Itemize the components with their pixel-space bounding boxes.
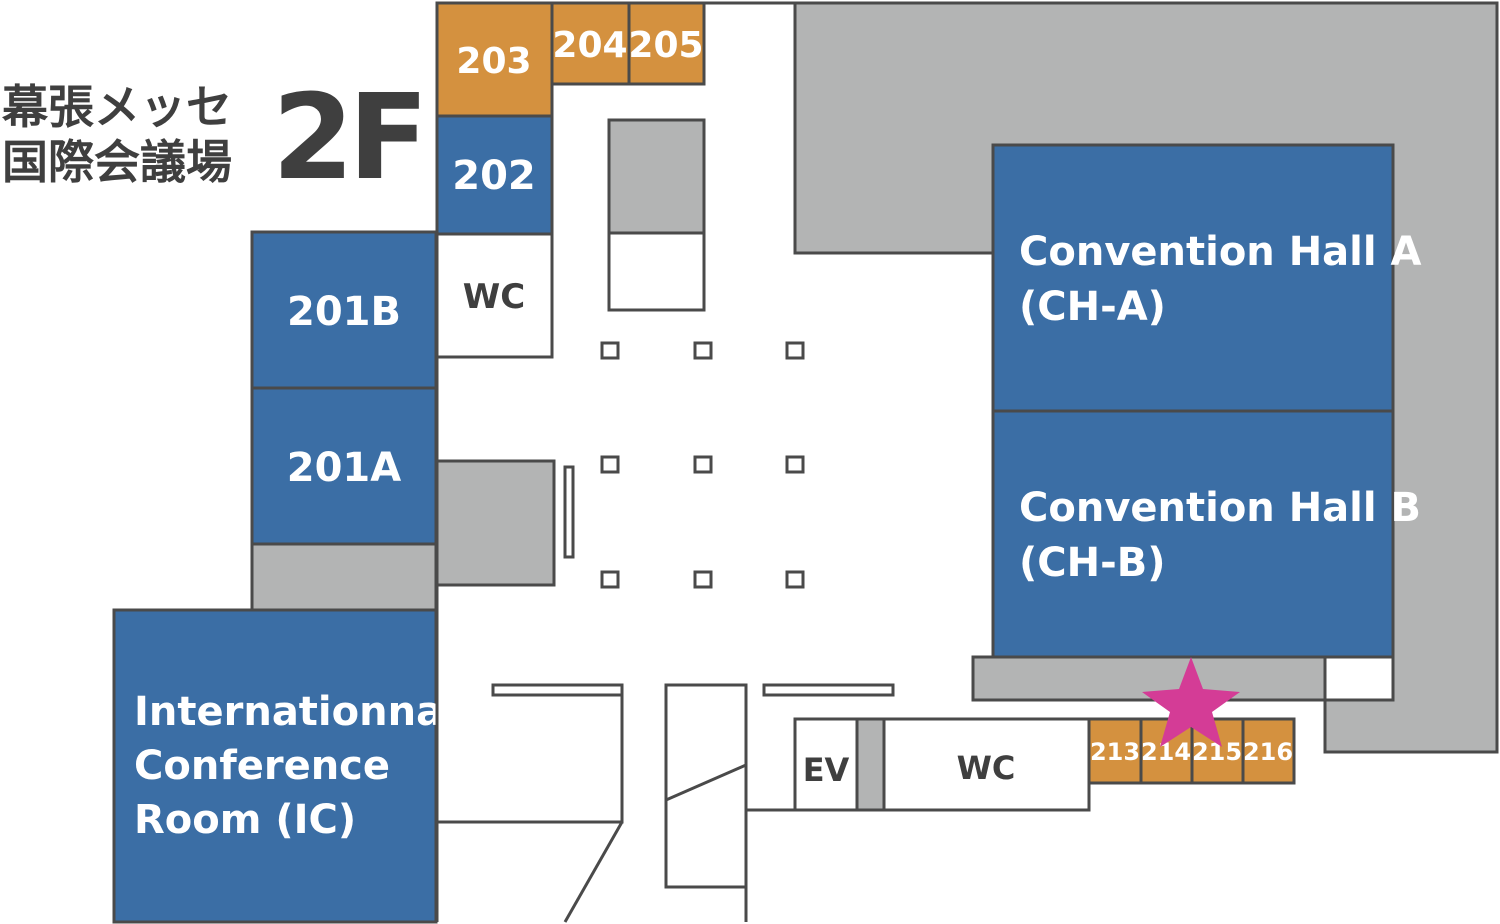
room-201a[interactable]: [250, 386, 438, 546]
stair-diagonal: [563, 821, 624, 923]
gray-area-west: [250, 542, 438, 612]
room-201b[interactable]: [250, 230, 438, 390]
column: [693, 341, 713, 360]
elevator-label: EV: [803, 751, 850, 789]
convention-hall-a-code: (CH-A): [1019, 284, 1166, 330]
floor-label: 2F: [272, 68, 423, 206]
venue-name-line2: 国際会議場: [2, 135, 232, 189]
room-international-conference[interactable]: [112, 608, 438, 924]
room-201b-label: 201B: [287, 289, 401, 335]
room-216-label: 216: [1243, 738, 1293, 766]
column: [600, 455, 620, 474]
column-grid: [600, 341, 805, 589]
gray-block-center: [607, 118, 706, 235]
gray-block-lobby-west: [435, 459, 556, 587]
white-block-center: [607, 231, 706, 312]
venue-name-line1: 幕張メッセ: [1, 80, 232, 134]
column: [693, 570, 713, 589]
gray-area-northeast: [793, 1, 1499, 754]
stair-wall: [437, 695, 624, 824]
wc-upper-label: WC: [463, 277, 525, 317]
bench-right: [762, 683, 895, 697]
column: [785, 455, 805, 474]
room-216[interactable]: [1241, 717, 1296, 785]
column: [785, 570, 805, 589]
escalator: [664, 683, 748, 889]
room-203-label: 203: [456, 41, 531, 82]
ic-label-line1: Internationnal: [134, 689, 457, 735]
star-icon: [1142, 657, 1240, 747]
room-205[interactable]: [627, 1, 706, 86]
column: [600, 570, 620, 589]
column: [600, 341, 620, 360]
wc-lower-label: WC: [957, 749, 1016, 787]
bench-left: [491, 683, 624, 697]
room-205-label: 205: [628, 25, 703, 66]
ic-label-line3: Room (IC): [134, 797, 356, 843]
convention-hall-b-label: Convention Hall B: [1019, 485, 1421, 531]
elevator[interactable]: [793, 717, 859, 812]
room-213-label: 213: [1090, 738, 1140, 766]
column: [693, 455, 713, 474]
room-convention-hall-b[interactable]: [991, 409, 1395, 659]
room-convention-hall-a[interactable]: [991, 143, 1395, 413]
convention-hall-b-code: (CH-B): [1019, 540, 1165, 586]
ic-label-line2: Conference: [134, 743, 390, 789]
escalator-diagonal: [665, 763, 747, 802]
gray-shaft: [855, 717, 886, 812]
room-202-label: 202: [452, 153, 536, 199]
partition-bar: [563, 465, 575, 559]
convention-hall-a-label: Convention Hall A: [1019, 229, 1422, 275]
lobby-north-wall: [704, 1, 797, 253]
room-201a-label: 201A: [287, 445, 401, 491]
room-204-label: 204: [552, 25, 627, 66]
column: [785, 341, 805, 360]
